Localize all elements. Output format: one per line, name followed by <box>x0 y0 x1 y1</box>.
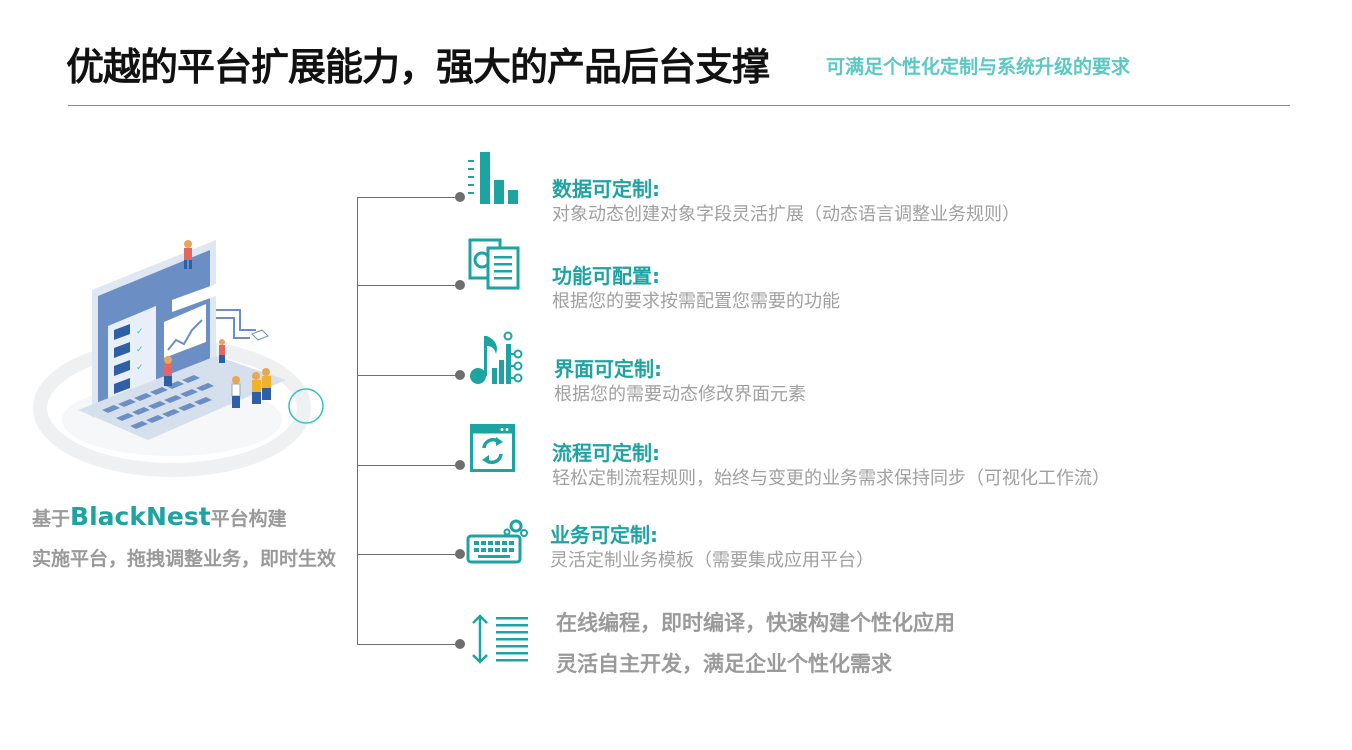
title-divider <box>68 105 1290 106</box>
tree-branch <box>357 554 460 555</box>
vertical-arrows-lines-icon <box>472 614 528 664</box>
tree-branch <box>357 285 460 286</box>
feature-description: 根据您的需要动态修改界面元素 <box>554 384 806 405</box>
feature-title: 界面可定制: <box>554 357 662 381</box>
feature-title: 功能可配置: <box>552 264 660 288</box>
page-title: 优越的平台扩展能力，强大的产品后台支撑 <box>66 45 770 89</box>
feature-description: 灵活定制业务模板（需要集成应用平台） <box>550 550 874 571</box>
laptop-platform-illustration: ✓ ✓ ✓ <box>33 240 324 477</box>
tree-branch <box>357 644 460 645</box>
branch-dot <box>455 370 465 380</box>
platform-tagline: 实施平台，拖拽调整业务，即时生效 <box>32 548 337 570</box>
feature-description: 对象动态创建对象字段灵活扩展（动态语言调整业务规则） <box>552 204 1020 225</box>
tree-branch <box>357 465 460 466</box>
brand-name: BlackNest <box>70 502 211 531</box>
tree-trunk-line <box>357 197 358 645</box>
feature-title: 业务可定制: <box>550 523 658 547</box>
feature-title: 流程可定制: <box>552 441 660 465</box>
branch-dot <box>455 192 465 202</box>
bottom-line-2: 灵活自主开发，满足企业个性化需求 <box>556 652 892 676</box>
feature-title: 数据可定制: <box>552 177 660 201</box>
platform-caption-suffix: 平台构建 <box>210 508 287 530</box>
feature-description: 根据您的要求按需配置您需要的功能 <box>552 291 840 312</box>
bottom-line-1: 在线编程，即时编译，快速构建个性化应用 <box>556 611 955 635</box>
feature-description: 轻松定制流程规则，始终与变更的业务需求保持同步（可视化工作流） <box>552 468 1110 489</box>
svg-text:✓: ✓ <box>136 327 144 337</box>
bar-chart-icon <box>468 152 518 204</box>
tree-branch <box>357 197 460 198</box>
keyboard-gear-icon <box>466 519 528 564</box>
svg-text:✓: ✓ <box>136 363 144 373</box>
branch-dot <box>455 639 465 649</box>
music-chart-icon <box>470 331 523 384</box>
branch-dot <box>455 549 465 559</box>
branch-dot <box>455 460 465 470</box>
branch-dot <box>455 280 465 290</box>
refresh-window-icon <box>470 424 515 472</box>
platform-caption: 基于BlackNest平台构建 <box>32 502 287 531</box>
page-subtitle: 可满足个性化定制与系统升级的要求 <box>826 56 1131 78</box>
document-gear-icon <box>468 238 520 290</box>
svg-text:✓: ✓ <box>136 345 144 355</box>
tree-branch <box>357 375 460 376</box>
platform-caption-prefix: 基于 <box>32 508 71 530</box>
